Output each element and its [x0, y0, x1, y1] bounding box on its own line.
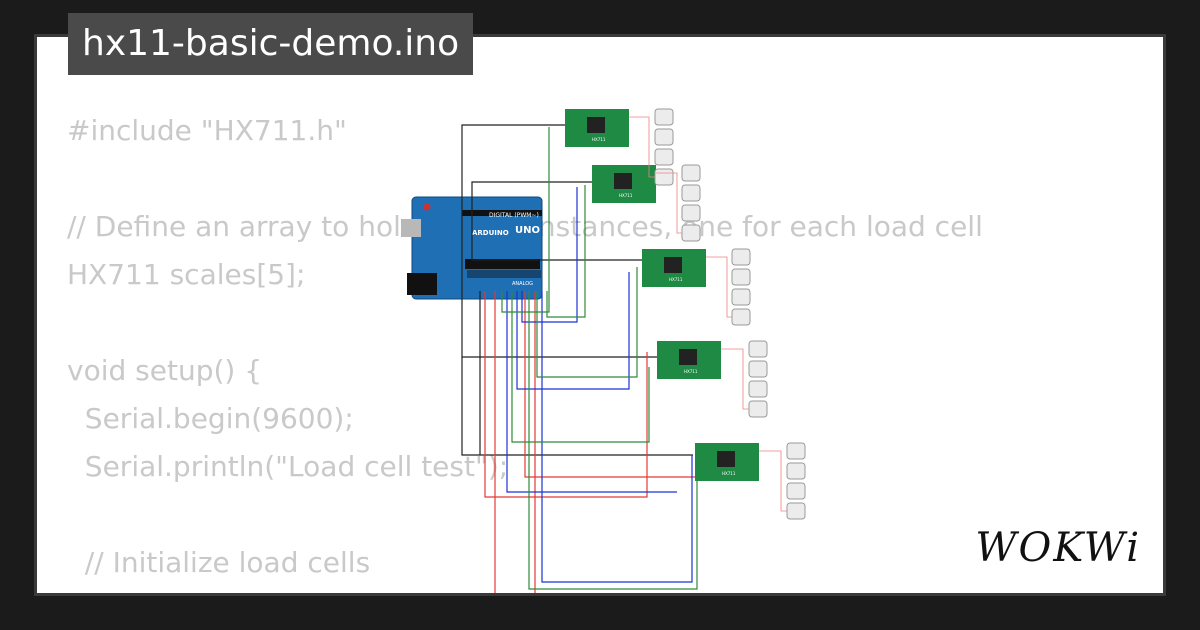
code-line: for (int i = 0; i < 5; i++) {	[67, 594, 451, 596]
svg-text:UNO: UNO	[515, 225, 540, 236]
usb-port-icon	[401, 219, 421, 237]
wokwi-logo: WOKWi	[975, 525, 1141, 571]
hx711-module-4: HX711	[657, 341, 721, 379]
svg-text:HX711: HX711	[592, 137, 606, 142]
code-line: HX711 scales[5];	[67, 258, 306, 291]
project-title: hx11-basic-demo.ino	[68, 13, 474, 75]
reset-button-icon	[423, 203, 431, 211]
svg-text:HX711: HX711	[669, 277, 683, 282]
hx711-module-2: HX711	[592, 165, 656, 203]
hx711-module-5: HX711	[695, 443, 759, 481]
code-line: void setup() {	[67, 354, 263, 387]
load-cell-wires	[629, 116, 787, 512]
arduino-uno-board: DIGITAL (PWM~) ARDUINO UNO ANALOG	[401, 196, 543, 300]
circuit-diagram: DIGITAL (PWM~) ARDUINO UNO ANALOG	[401, 108, 806, 593]
code-line: // Initialize load cells	[84, 546, 371, 579]
preview-card: #include "HX711.h" // Define an array to…	[34, 34, 1166, 596]
svg-text:ANALOG: ANALOG	[512, 281, 533, 287]
code-line: Serial.println("Load cell test");	[84, 450, 509, 483]
power-jack-icon	[407, 273, 437, 295]
svg-text:ARDUINO: ARDUINO	[472, 229, 509, 237]
svg-text:HX711: HX711	[619, 193, 633, 198]
svg-text:HX711: HX711	[722, 471, 736, 476]
hx711-module-3: HX711	[642, 249, 706, 287]
code-line: #include "HX711.h"	[67, 114, 347, 147]
hx711-module-1: HX711	[565, 109, 629, 147]
code-line: Serial.begin(9600);	[84, 402, 354, 435]
svg-text:HX711: HX711	[684, 369, 698, 374]
wires	[461, 124, 706, 593]
svg-text:DIGITAL (PWM~): DIGITAL (PWM~)	[489, 212, 539, 219]
load-cells	[654, 108, 806, 520]
